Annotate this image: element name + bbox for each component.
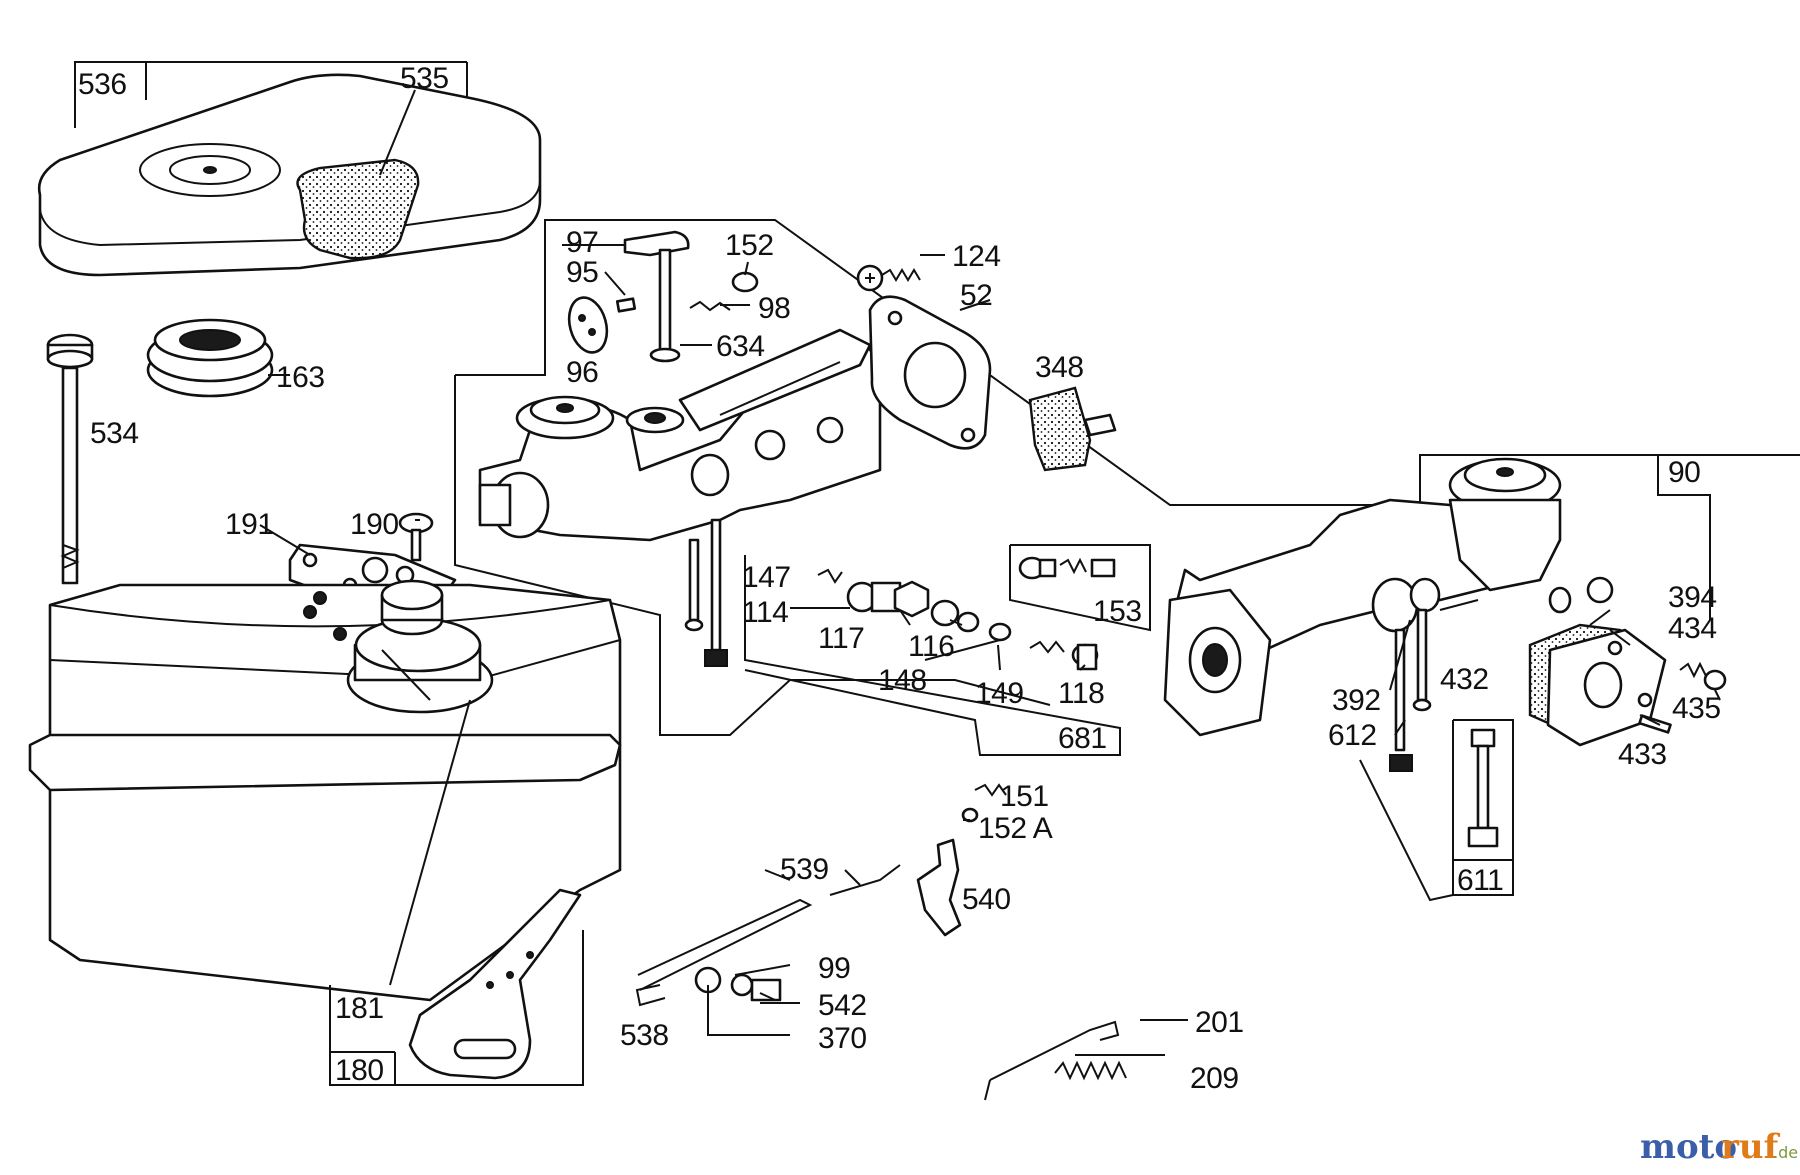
- label-432: 432: [1440, 663, 1489, 696]
- label-180: 180: [335, 1054, 384, 1087]
- svg-text:ruf: ruf: [1721, 1127, 1781, 1167]
- diaphragm-394: [1528, 623, 1667, 747]
- label-535: 535: [400, 62, 449, 95]
- label-612: 612: [1328, 719, 1377, 752]
- leader-lines: [259, 244, 1721, 1021]
- throttle-parts: [567, 230, 759, 363]
- label-634: 634: [716, 330, 765, 363]
- label-98: 98: [758, 292, 790, 325]
- fuel-tank: [28, 579, 622, 1080]
- label-95: 95: [566, 256, 598, 289]
- label-542: 542: [818, 989, 867, 1022]
- label-96: 96: [566, 356, 598, 389]
- air-cleaner-group: [37, 61, 542, 585]
- label-124: 124: [952, 240, 1001, 273]
- part-labels: 536 535 163 534 97 95 152 98 634 96 124 …: [78, 62, 1721, 1095]
- label-392: 392: [1332, 684, 1381, 717]
- carburetor-body-right: [1163, 457, 1614, 772]
- label-97: 97: [566, 226, 598, 259]
- label-370: 370: [818, 1022, 867, 1055]
- label-209: 209: [1190, 1062, 1239, 1095]
- label-152: 152: [725, 229, 774, 262]
- seal-163: [146, 318, 274, 398]
- label-151: 151: [1000, 780, 1049, 813]
- pin-433: [1638, 714, 1672, 734]
- label-539: 539: [780, 853, 829, 886]
- label-394: 394: [1668, 581, 1717, 614]
- label-201: 201: [1195, 1006, 1244, 1039]
- label-52: 52: [960, 279, 992, 312]
- label-435: 435: [1672, 692, 1721, 725]
- foam-element-535: [296, 158, 420, 260]
- svg-text:moto: moto: [1640, 1127, 1737, 1167]
- label-99: 99: [818, 952, 850, 985]
- air-cleaner-cover: [37, 73, 542, 277]
- label-147: 147: [742, 561, 791, 594]
- label-190: 190: [350, 508, 399, 541]
- carb-frame-right: [1657, 455, 1711, 620]
- label-536: 536: [78, 68, 127, 101]
- label-153: 153: [1093, 595, 1142, 628]
- label-114: 114: [742, 596, 788, 629]
- label-534: 534: [90, 417, 139, 450]
- label-191: 191: [225, 508, 274, 541]
- screw-435: [1679, 661, 1727, 691]
- bolt-611: [1467, 728, 1499, 848]
- dipstick-534: [46, 333, 94, 585]
- screw-124: [856, 264, 921, 292]
- screw-153: [1018, 556, 1116, 580]
- label-434: 434: [1668, 612, 1717, 645]
- label-181: 181: [335, 992, 384, 1025]
- label-149: 149: [975, 677, 1024, 710]
- label-117: 117: [818, 622, 864, 655]
- label-box-536: [74, 61, 147, 100]
- screw-190: [398, 512, 434, 562]
- label-538: 538: [620, 1019, 669, 1052]
- watermark-logo: moto ruf .de: [1640, 1127, 1798, 1167]
- label-152a: 152 A: [978, 812, 1053, 845]
- bracket-348: [1028, 386, 1117, 472]
- carburetor-body-center: [478, 328, 882, 667]
- linkage-parts: [635, 783, 1165, 1101]
- label-433: 433: [1618, 738, 1667, 771]
- label-118: 118: [1058, 677, 1104, 710]
- label-540: 540: [962, 883, 1011, 916]
- svg-text:.de: .de: [1773, 1143, 1798, 1162]
- label-348: 348: [1035, 351, 1084, 384]
- label-90: 90: [1668, 456, 1700, 489]
- label-611: 611: [1457, 864, 1503, 897]
- label-116: 116: [908, 630, 954, 663]
- label-681: 681: [1058, 722, 1107, 755]
- label-148: 148: [878, 664, 927, 697]
- label-163: 163: [276, 361, 325, 394]
- carb-frame-center: [455, 219, 1800, 506]
- fuel-parts-681: [817, 568, 1099, 671]
